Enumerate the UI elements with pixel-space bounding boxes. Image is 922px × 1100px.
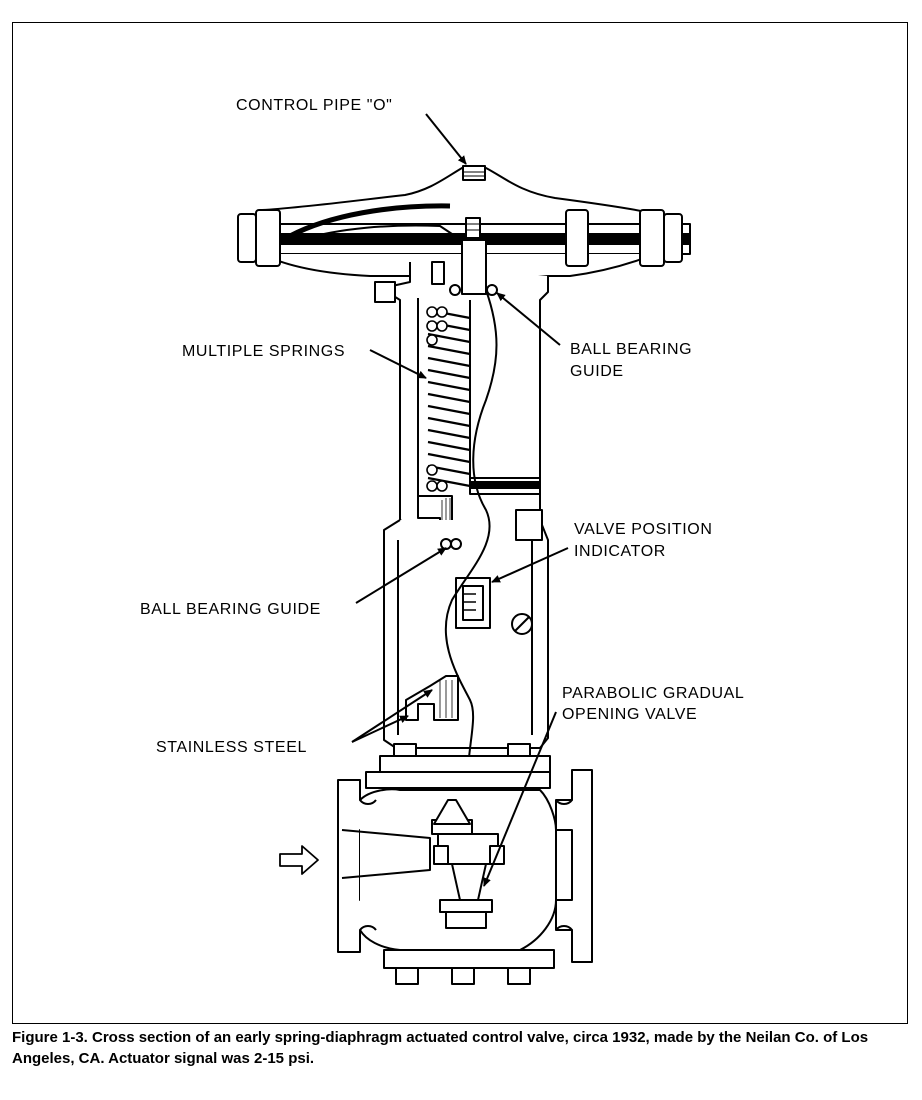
bolt-right [639,209,665,267]
leader-control-pipe [425,113,467,165]
leader-stainless-1 [351,689,433,743]
label-ball-bearing-top-line1: BALL BEARING [570,341,692,358]
label-valve-position-line2: INDICATOR [574,543,666,560]
label-ball-bearing-top-line2: GUIDE [570,363,624,380]
leader-stainless-2 [351,715,409,743]
actuator-stem [461,239,487,295]
stainless-steel-insert [405,675,459,721]
bolt-left [237,213,257,263]
flow-direction-arrow [279,845,319,875]
valve-plug-top [433,799,471,825]
valve-body [337,743,593,985]
label-valve-position-line1: VALVE POSITION [574,521,713,538]
leader-ball-bearing-top [496,292,561,346]
label-ball-bearing-lower: BALL BEARING GUIDE [140,601,321,618]
label-parabolic-line1: PARABOLIC GRADUAL [562,685,744,702]
figure-caption: Figure 1-3. Cross section of an early sp… [12,1029,869,1067]
leader-parabolic [483,711,557,887]
spring-case [374,239,549,531]
leader-multiple-springs [369,349,427,379]
yoke-body [383,509,549,749]
label-stainless-steel: STAINLESS STEEL [156,739,307,756]
label-multiple-springs: MULTIPLE SPRINGS [182,343,345,360]
outlet-flange [555,769,593,963]
multiple-springs [426,306,471,492]
figure-frame [12,22,908,1024]
label-parabolic-line2: OPENING VALVE [562,706,697,723]
label-control-pipe: CONTROL PIPE "O" [236,97,392,114]
leader-ball-bearing-lower [355,547,447,604]
leader-valve-position [491,547,569,583]
control-pipe-fitting [462,165,486,181]
